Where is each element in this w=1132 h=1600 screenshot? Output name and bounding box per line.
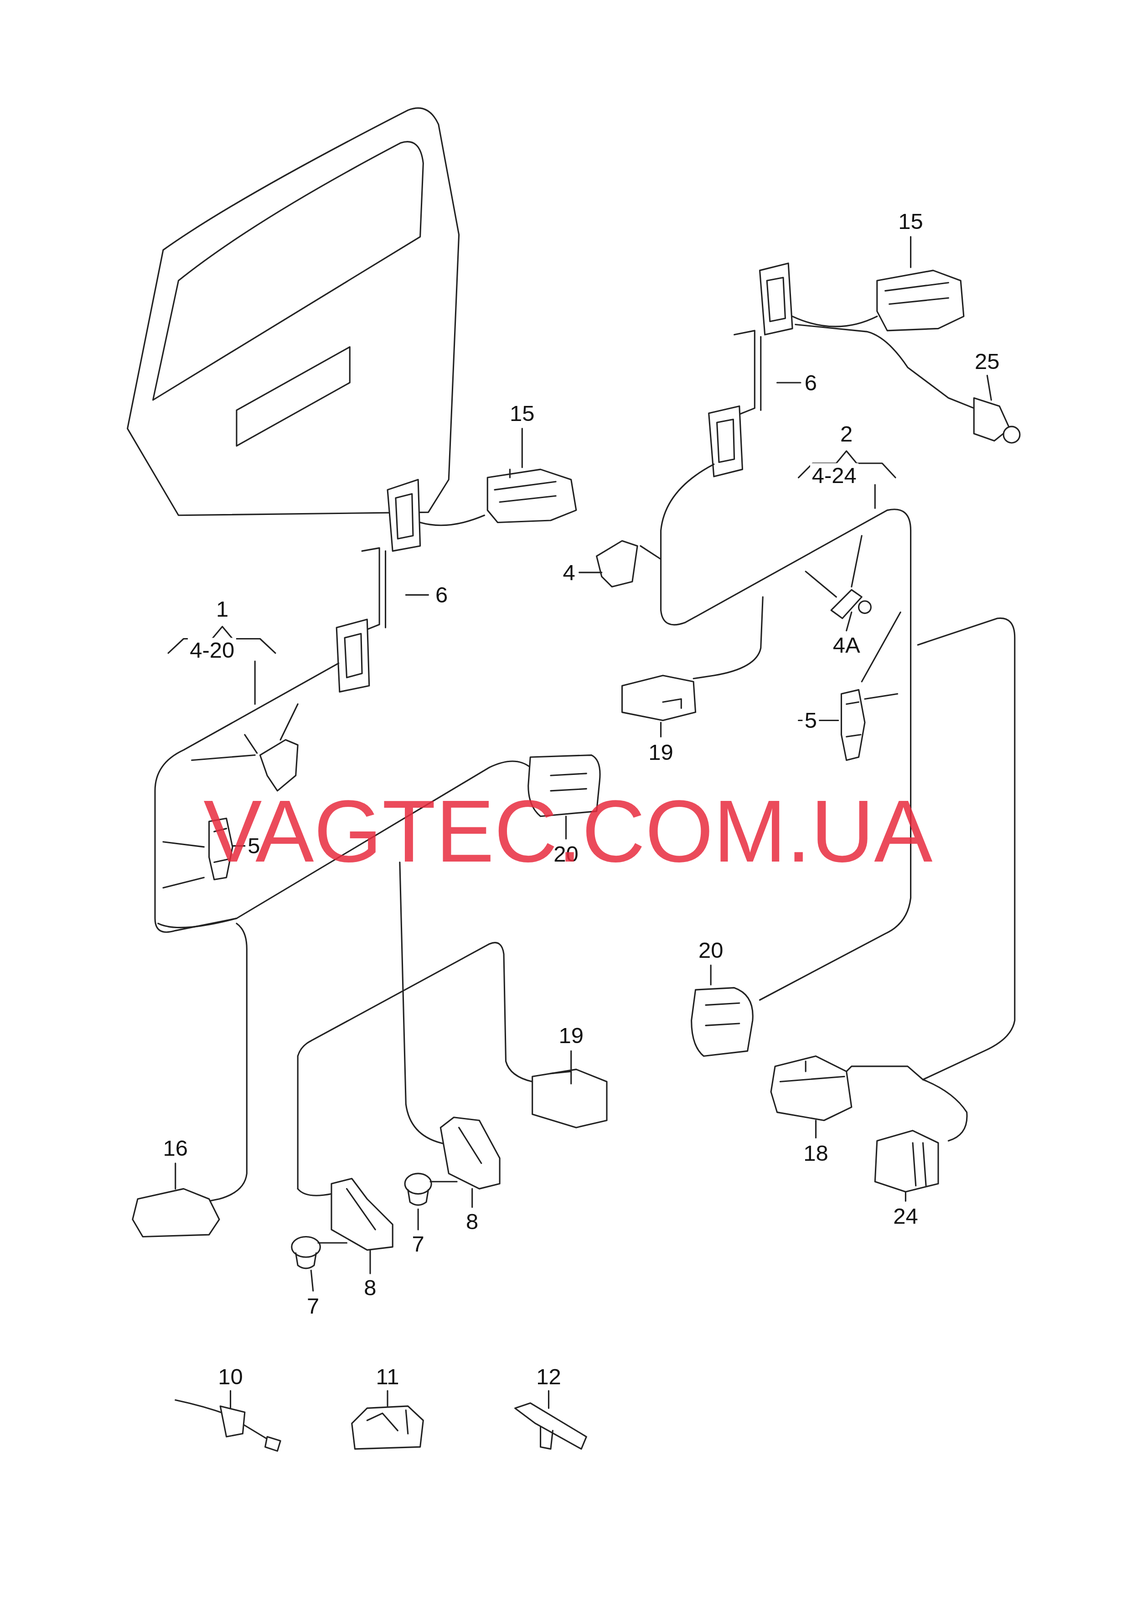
- callout-number: 19: [646, 739, 676, 764]
- callout-number: 8: [361, 1275, 378, 1300]
- callout-number: 1: [214, 596, 231, 621]
- callout-number: 6: [433, 582, 450, 607]
- callout-number: 7: [410, 1230, 427, 1256]
- callout-number: 25: [972, 348, 1002, 373]
- callout-number: 15: [896, 209, 926, 234]
- callout-number: 11: [374, 1363, 402, 1388]
- callout-number: 2: [838, 421, 855, 446]
- callout-number: 6: [802, 370, 819, 395]
- callout-number: 24: [891, 1203, 921, 1228]
- callout-number: 19: [556, 1023, 586, 1048]
- callout-number: 12: [534, 1363, 564, 1388]
- callout-number: 5: [802, 708, 819, 733]
- callout-number: 4-20: [187, 637, 237, 662]
- callout-number: 20: [696, 937, 726, 962]
- callout-number: 4-24: [810, 463, 859, 488]
- callout-number: 8: [464, 1208, 481, 1233]
- callout-number: 18: [801, 1140, 831, 1165]
- callout-number: 4: [561, 559, 578, 585]
- callout-number: 16: [160, 1135, 190, 1160]
- watermark: VAGTEC.COM.UA: [203, 787, 933, 875]
- callout-number: 4A: [831, 632, 863, 657]
- callout-number: 15: [507, 400, 537, 425]
- callout-number: 7: [304, 1293, 321, 1318]
- callout-number: 10: [216, 1363, 245, 1388]
